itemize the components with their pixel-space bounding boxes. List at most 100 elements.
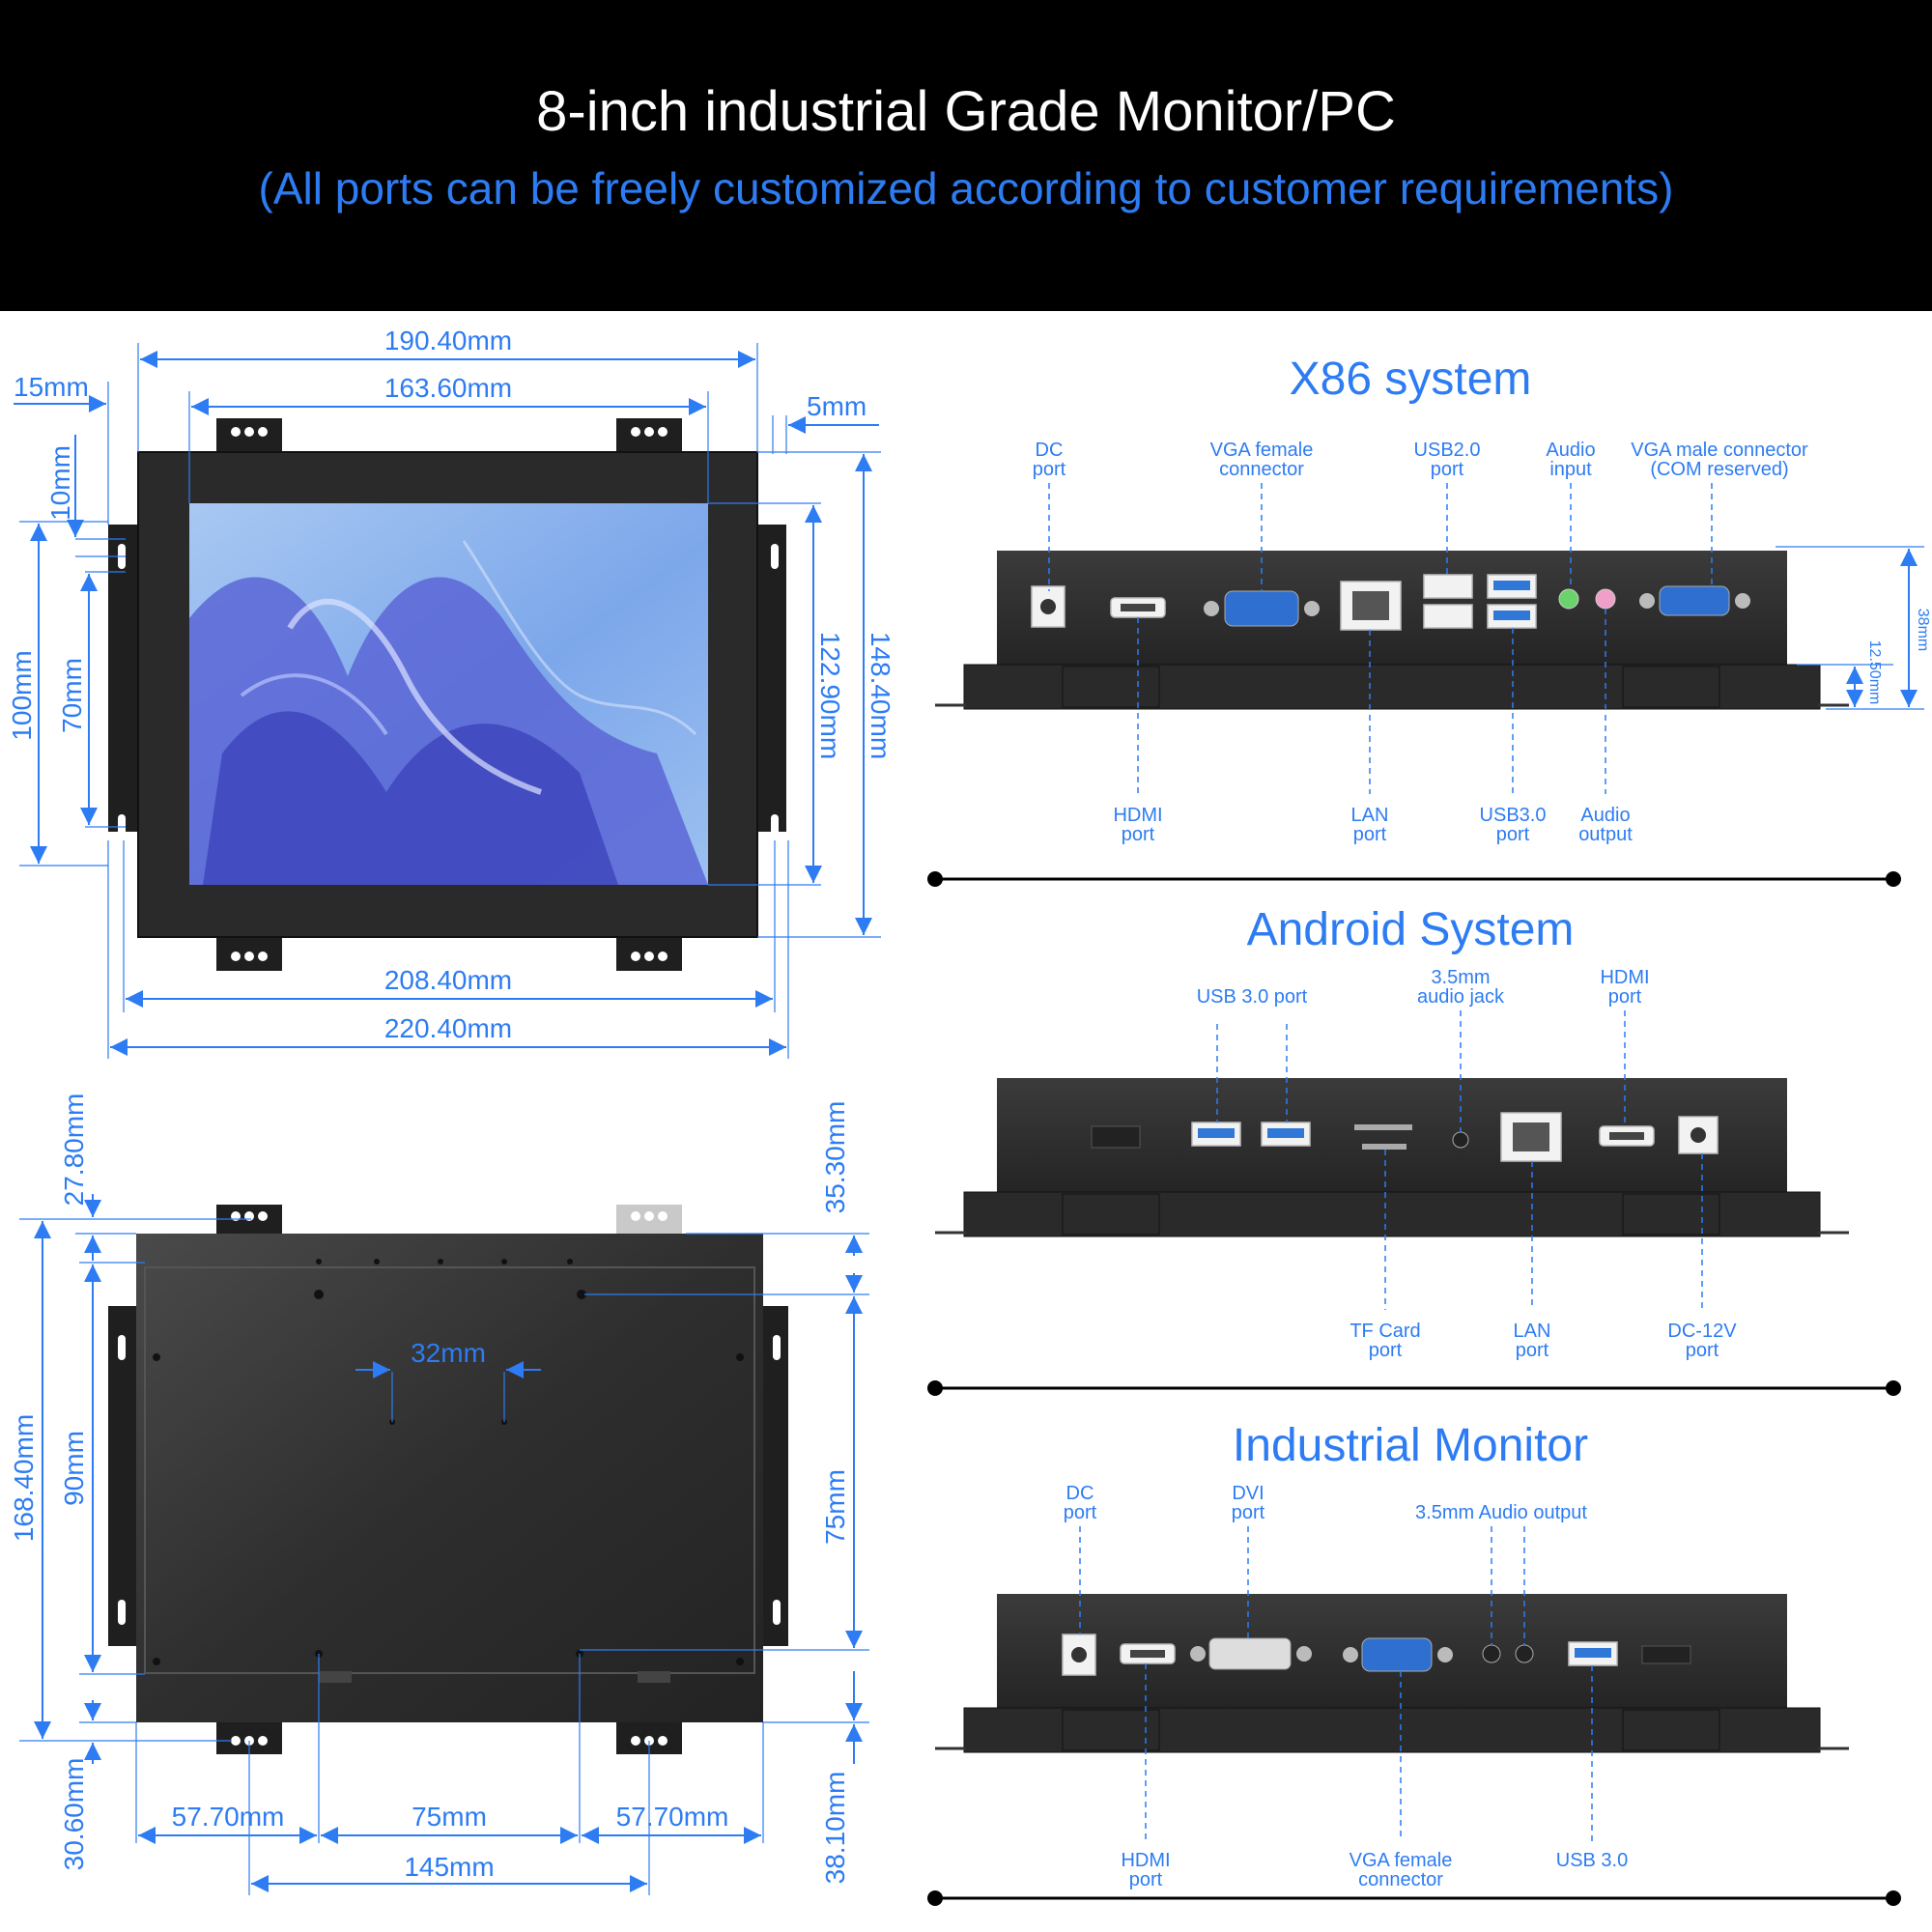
svg-text:DVI: DVI (1232, 1483, 1264, 1504)
mount-tab (216, 932, 282, 971)
audio-output-port (1595, 588, 1616, 610)
svg-text:3.5mm: 3.5mm (1431, 967, 1490, 988)
android-top-labels: USB 3.0 port 3.5mm audio jack HDMI port (1197, 967, 1650, 1132)
left-bracket (108, 1306, 139, 1646)
dim-height-148: 148.40mm (866, 632, 895, 759)
android-bottom-labels: TF Card port LAN port DC-12V port (1350, 1150, 1737, 1361)
dim-width-163: 163.60mm (384, 373, 512, 403)
vga-male-port (1659, 585, 1730, 616)
dim-back-32: 32mm (411, 1338, 486, 1368)
right-bracket (755, 525, 786, 832)
svg-text:audio jack: audio jack (1417, 986, 1505, 1008)
svg-text:VGA female: VGA female (1210, 440, 1314, 461)
svg-text:port: port (1369, 1340, 1403, 1361)
monitor-section: Industrial Monitor DC port DVI port 3.5m… (927, 1420, 1901, 1906)
svg-text:LAN: LAN (1514, 1321, 1551, 1342)
svg-text:connector: connector (1358, 1869, 1443, 1890)
svg-text:HDMI: HDMI (1600, 967, 1649, 988)
dim-back-27: 27.80mm (59, 1094, 89, 1207)
svg-text:port: port (1431, 459, 1464, 480)
svg-text:TF Card: TF Card (1350, 1321, 1420, 1342)
svg-text:output: output (1578, 824, 1633, 845)
mount-tab (216, 418, 282, 457)
dim-width-208: 208.40mm (384, 965, 512, 995)
dim-back-145: 145mm (404, 1852, 494, 1882)
page-subtitle: (All ports can be freely customized acco… (258, 163, 1674, 213)
monitor-bottom-labels: HDMI port VGA female connector USB 3.0 (1121, 1663, 1628, 1890)
dim-height-100: 100mm (7, 650, 37, 740)
x86-top-labels: DC port VGA female connector USB2.0 port… (1033, 440, 1808, 591)
svg-text:port: port (1608, 986, 1642, 1008)
left-bracket (108, 525, 139, 832)
usb2-port (1423, 574, 1473, 599)
svg-text:port: port (1516, 1340, 1549, 1361)
dim-top-10: 10mm (45, 445, 75, 521)
svg-text:port: port (1064, 1502, 1097, 1523)
dim-back-75v: 75mm (820, 1469, 850, 1545)
svg-text:DC-12V: DC-12V (1667, 1321, 1737, 1342)
dim-height-70: 70mm (57, 658, 87, 733)
mount-tab (616, 932, 682, 971)
svg-text:input: input (1549, 459, 1592, 480)
dim-back-75h: 75mm (412, 1802, 487, 1832)
svg-text:HDMI: HDMI (1113, 805, 1162, 826)
back-inner-plate (144, 1266, 755, 1674)
monitor-top-labels: DC port DVI port 3.5mm Audio output (1064, 1483, 1587, 1645)
svg-text:Audio: Audio (1546, 440, 1595, 461)
audio-output-1 (1482, 1644, 1501, 1663)
dim-height-122: 122.90mm (815, 632, 845, 759)
svg-text:port: port (1686, 1340, 1719, 1361)
x86-dim-12: 12.50mm (1866, 640, 1883, 705)
dim-back-168: 168.40mm (9, 1414, 39, 1542)
audio-input-port (1558, 588, 1579, 610)
svg-text:VGA female: VGA female (1350, 1850, 1453, 1871)
svg-text:USB 3.0 port: USB 3.0 port (1197, 986, 1308, 1008)
svg-text:USB 3.0: USB 3.0 (1556, 1850, 1628, 1871)
x86-section: X86 system DC port VGA female (927, 354, 1931, 887)
mount-tab (216, 1205, 282, 1237)
dim-back-57b: 57.70mm (616, 1802, 729, 1832)
dim-width-220: 220.40mm (384, 1013, 512, 1043)
dim-left-15: 15mm (14, 372, 89, 402)
page-title: 8-inch industrial Grade Monitor/PC (536, 80, 1396, 143)
svg-text:port: port (1496, 824, 1530, 845)
svg-text:USB2.0: USB2.0 (1414, 440, 1481, 461)
svg-text:USB3.0: USB3.0 (1480, 805, 1547, 826)
svg-text:port: port (1232, 1502, 1265, 1523)
svg-text:VGA male connector: VGA male connector (1631, 440, 1808, 461)
front-view: 190.40mm 163.60mm 15mm 5mm 10mm 100mm 70… (7, 326, 895, 1059)
mount-tab (616, 1205, 682, 1237)
android-title: Android System (1247, 904, 1575, 955)
dim-back-38: 38.10mm (820, 1772, 850, 1885)
svg-text:port: port (1122, 824, 1155, 845)
dim-back-35: 35.30mm (820, 1101, 850, 1214)
svg-text:port: port (1129, 1869, 1163, 1890)
screen-wallpaper (189, 503, 708, 885)
dvi-port (1208, 1637, 1292, 1670)
x86-bottom-labels: HDMI port LAN port USB3.0 port Audio out… (1113, 609, 1633, 845)
audio-jack (1452, 1131, 1469, 1149)
android-section: Android System USB 3.0 port 3.5mm audio … (927, 904, 1901, 1396)
audio-output-2 (1515, 1644, 1534, 1663)
vga-female-port (1361, 1637, 1433, 1672)
svg-text:Audio: Audio (1580, 805, 1630, 826)
dim-width-190: 190.40mm (384, 326, 512, 355)
monitor-title: Industrial Monitor (1233, 1420, 1588, 1471)
vga-female-port (1224, 590, 1299, 627)
dim-back-90: 90mm (59, 1431, 89, 1506)
svg-text:port: port (1353, 824, 1387, 845)
dim-back-30: 30.60mm (59, 1758, 89, 1871)
svg-text:(COM reserved): (COM reserved) (1650, 459, 1788, 480)
dim-right-5: 5mm (807, 391, 867, 421)
svg-text:HDMI: HDMI (1121, 1850, 1170, 1871)
mount-tab (616, 418, 682, 457)
dim-back-57a: 57.70mm (172, 1802, 285, 1832)
back-cover (136, 1234, 763, 1722)
tf-card-port (1354, 1124, 1412, 1130)
header-banner: 8-inch industrial Grade Monitor/PC (All … (0, 0, 1932, 311)
svg-text:3.5mm Audio output: 3.5mm Audio output (1415, 1502, 1587, 1523)
svg-text:port: port (1033, 459, 1066, 480)
svg-text:LAN: LAN (1351, 805, 1389, 826)
x86-title: X86 system (1290, 354, 1532, 405)
